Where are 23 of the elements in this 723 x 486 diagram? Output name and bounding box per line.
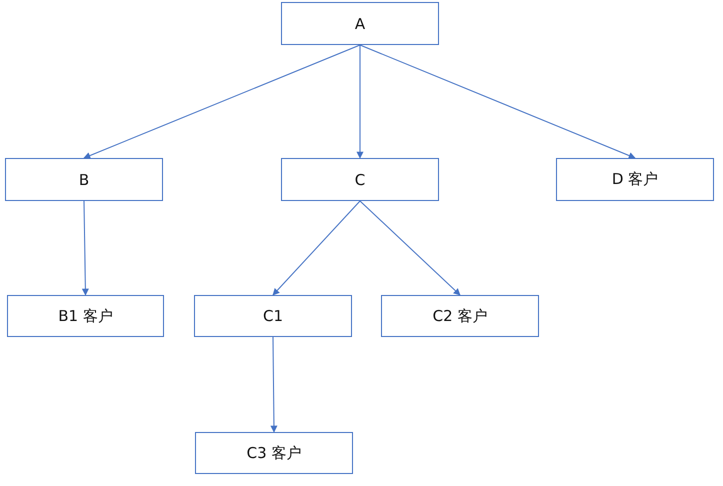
arrow [270, 336, 278, 433]
arrow [83, 44, 360, 159]
box-label: C3 客户 [246, 444, 302, 462]
process-box [381, 295, 539, 337]
box-label: C2 客户 [432, 306, 488, 326]
process-box [281, 2, 439, 45]
arrow [272, 200, 360, 296]
process-box [7, 295, 164, 337]
box-label: A [354, 14, 366, 32]
box-label: C [354, 170, 366, 188]
box-label: D 客户 [612, 170, 658, 189]
arrow [82, 200, 89, 296]
arrow [360, 44, 636, 159]
box-label: C1 [262, 307, 284, 325]
box-label: B [78, 170, 90, 188]
process-box [194, 295, 352, 337]
box-label: B1 客户 [58, 306, 113, 326]
process-box [195, 432, 353, 474]
process-box [5, 158, 163, 201]
arrow [360, 200, 460, 296]
process-box [556, 158, 714, 201]
process-box [281, 158, 439, 201]
arrow [356, 44, 364, 159]
